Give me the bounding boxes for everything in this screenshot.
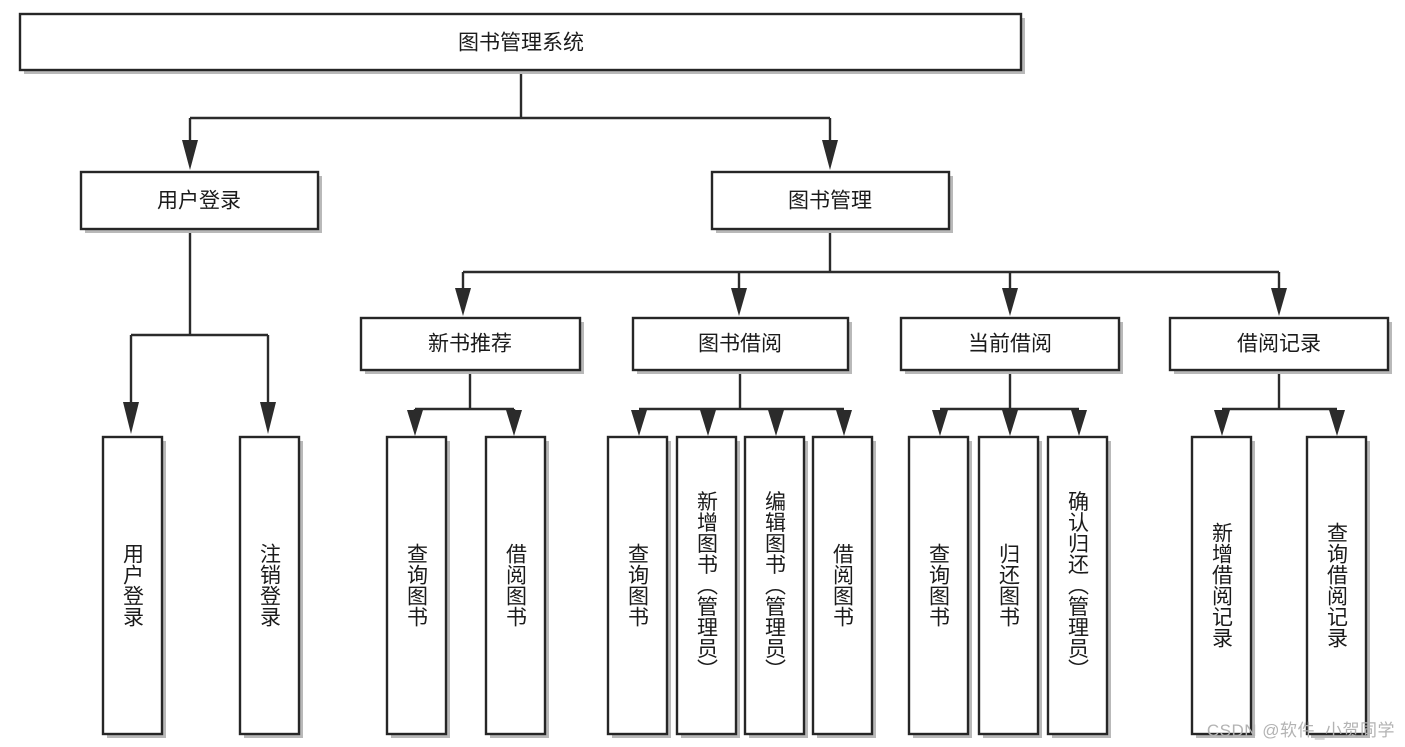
node-login-label: 用户登录: [157, 190, 241, 213]
node-leaf2[interactable]: 注销登录: [238, 435, 303, 738]
node-leaf11-box: [1046, 435, 1109, 736]
node-leaf2-label: 注销登录: [258, 543, 282, 627]
node-bookmgmt[interactable]: 图书管理: [710, 170, 953, 233]
arrow-root-to-login-icon: [182, 140, 198, 170]
node-leaf7-box: [743, 435, 806, 736]
node-leaf8-label: 借阅图书: [831, 543, 855, 627]
node-leaf2-box: [238, 435, 301, 736]
arrow-newbook-leaf4-icon: [506, 410, 522, 436]
node-leaf12-box: [1190, 435, 1253, 736]
node-leaf9[interactable]: 查询图书: [907, 435, 972, 738]
arrow-borrow-leaf7-icon: [768, 410, 784, 436]
node-leaf1[interactable]: 用户登录: [101, 435, 166, 738]
node-leaf7-label: 编辑图书（管理员）: [763, 491, 787, 680]
node-leaf4[interactable]: 借阅图书: [484, 435, 549, 738]
arrow-current-leaf10-icon: [1002, 410, 1018, 436]
node-leaf13[interactable]: 查询借阅记录: [1305, 435, 1370, 738]
node-bookmgmt-box: [710, 170, 951, 231]
node-login[interactable]: 用户登录: [79, 170, 322, 233]
arrow-record-leaf12-icon: [1214, 410, 1230, 436]
node-root[interactable]: 图书管理系统: [18, 12, 1025, 74]
node-leaf1-box: [101, 435, 164, 736]
node-borrow-label: 图书借阅: [698, 333, 782, 356]
node-leaf10-box: [977, 435, 1040, 736]
arrow-newbook-leaf3-icon: [407, 410, 423, 436]
node-root-label: 图书管理系统: [458, 32, 584, 55]
arrow-borrow-leaf5-icon: [631, 410, 647, 436]
arrow-borrow-leaf6-icon: [700, 410, 716, 436]
node-leaf3-box: [385, 435, 448, 736]
node-leaf5-label: 查询图书: [626, 543, 650, 627]
node-bookmgmt-label: 图书管理: [788, 190, 872, 213]
node-login-box: [79, 170, 320, 231]
node-leaf3-label: 查询图书: [405, 543, 429, 627]
arrow-bookmgmt-current-icon: [1002, 288, 1018, 316]
node-leaf6[interactable]: 新增图书（管理员）: [675, 435, 740, 738]
arrow-login-leaf1-icon: [123, 402, 139, 434]
node-current-label: 当前借阅: [968, 333, 1052, 356]
node-root-box: [18, 12, 1023, 72]
node-borrow[interactable]: 图书借阅: [631, 316, 852, 374]
node-newbook-label: 新书推荐: [428, 333, 512, 356]
node-record[interactable]: 借阅记录: [1168, 316, 1392, 374]
node-record-label: 借阅记录: [1237, 333, 1321, 356]
node-record-box: [1168, 316, 1390, 372]
node-leaf13-label: 查询借阅记录: [1325, 522, 1349, 648]
node-leaf4-box: [484, 435, 547, 736]
node-leaf12[interactable]: 新增借阅记录: [1190, 435, 1255, 738]
arrow-bookmgmt-record-icon: [1271, 288, 1287, 316]
node-leaf13-box: [1305, 435, 1368, 736]
node-leaf10-label: 归还图书: [997, 543, 1021, 627]
node-leaf3[interactable]: 查询图书: [385, 435, 450, 738]
node-leaf4-label: 借阅图书: [504, 543, 528, 627]
arrow-bookmgmt-borrow-icon: [731, 288, 747, 316]
node-leaf1-label: 用户登录: [121, 543, 145, 627]
arrow-current-leaf9-icon: [932, 410, 948, 436]
node-leaf8-box: [811, 435, 874, 736]
node-leaf6-box: [675, 435, 738, 736]
node-borrow-box: [631, 316, 850, 372]
node-newbook[interactable]: 新书推荐: [359, 316, 584, 374]
node-leaf5[interactable]: 查询图书: [606, 435, 671, 738]
node-leaf9-box: [907, 435, 970, 736]
arrow-root-to-bookmgmt-icon: [822, 140, 838, 170]
node-leaf7[interactable]: 编辑图书（管理员）: [743, 435, 808, 738]
node-current[interactable]: 当前借阅: [899, 316, 1123, 374]
node-leaf8[interactable]: 借阅图书: [811, 435, 876, 738]
node-leaf5-box: [606, 435, 669, 736]
node-leaf9-label: 查询图书: [927, 543, 951, 627]
arrow-borrow-leaf8-icon: [836, 410, 852, 436]
arrow-record-leaf13-icon: [1329, 410, 1345, 436]
node-leaf6-label: 新增图书（管理员）: [695, 491, 719, 680]
arrow-login-leaf2-icon: [260, 402, 276, 434]
arrow-bookmgmt-newbook-icon: [455, 288, 471, 316]
edge-layer: [123, 71, 1345, 436]
node-leaf11-label: 确认归还（管理员）: [1066, 491, 1090, 680]
node-current-box: [899, 316, 1121, 372]
arrow-current-leaf11-icon: [1071, 410, 1087, 436]
node-leaf11[interactable]: 确认归还（管理员）: [1046, 435, 1111, 738]
node-newbook-box: [359, 316, 582, 372]
node-leaf10[interactable]: 归还图书: [977, 435, 1042, 738]
node-leaf12-label: 新增借阅记录: [1210, 522, 1234, 648]
